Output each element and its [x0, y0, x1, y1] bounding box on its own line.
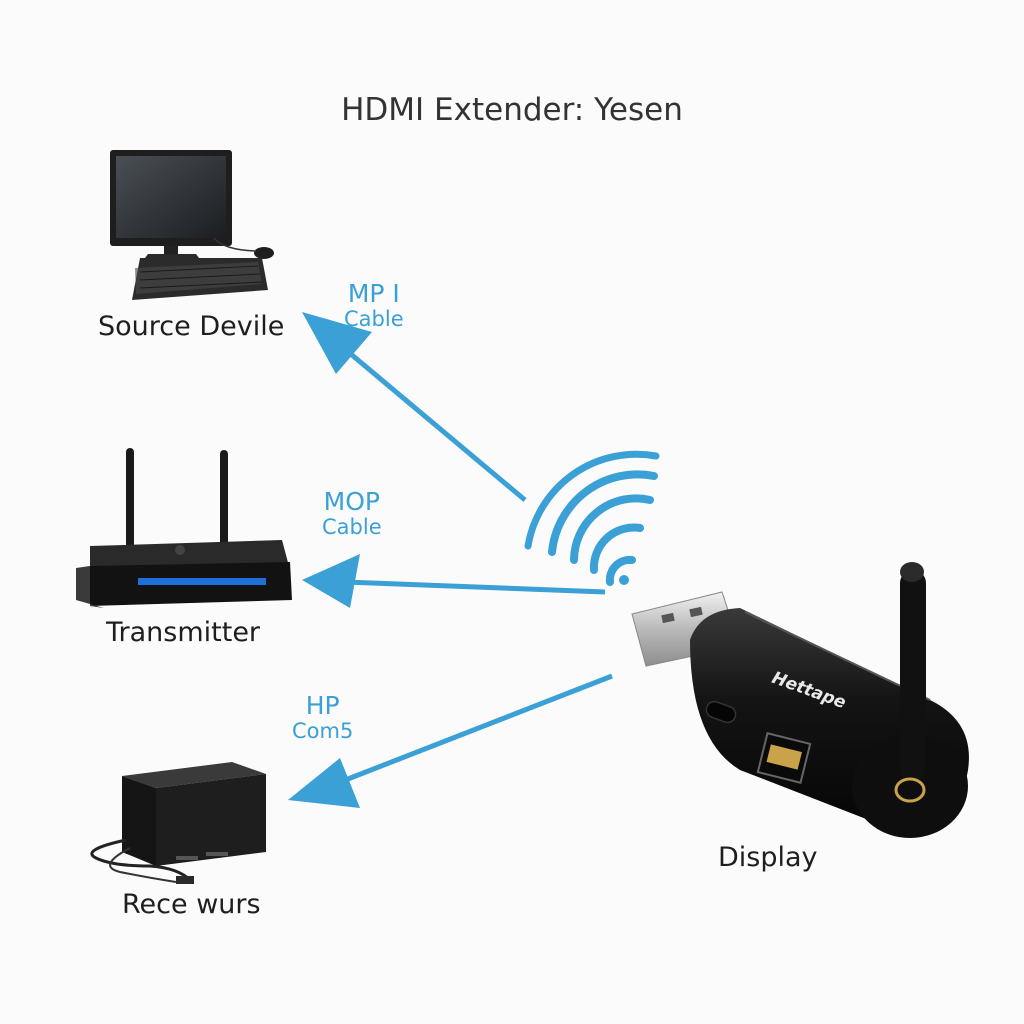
arrow-to-transmitter — [302, 554, 606, 608]
source-device-label: Source Devile — [98, 311, 285, 342]
cable-label-top: MP I Cable — [344, 280, 404, 331]
usb-adapter-icon — [631, 562, 969, 838]
display-label: Display — [718, 842, 818, 873]
receiver-label: Rece wurs — [122, 889, 261, 920]
cable-middle-line2: Cable — [322, 514, 382, 539]
cable-bottom-line2: Com5 — [292, 718, 354, 743]
cable-bottom-line1: HP — [305, 691, 340, 720]
router-icon — [76, 448, 292, 608]
cable-label-bottom: HP Com5 — [292, 692, 353, 743]
wifi-dot-icon — [619, 575, 629, 585]
wifi-signal-icon — [524, 450, 660, 586]
transmitter-label: Transmitter — [106, 617, 261, 648]
computer-icon — [110, 150, 274, 300]
arrow-to-receiver — [288, 673, 613, 808]
cable-top-line2: Cable — [344, 306, 404, 331]
diagram-title: HDMI Extender: Yesen — [341, 92, 683, 128]
arrow-to-source — [302, 312, 527, 502]
cable-middle-line1: MOP — [323, 487, 380, 516]
receiver-box-icon — [90, 762, 266, 884]
cable-top-line1: MP I — [347, 279, 400, 308]
cable-label-middle: MOP Cable — [322, 488, 382, 539]
